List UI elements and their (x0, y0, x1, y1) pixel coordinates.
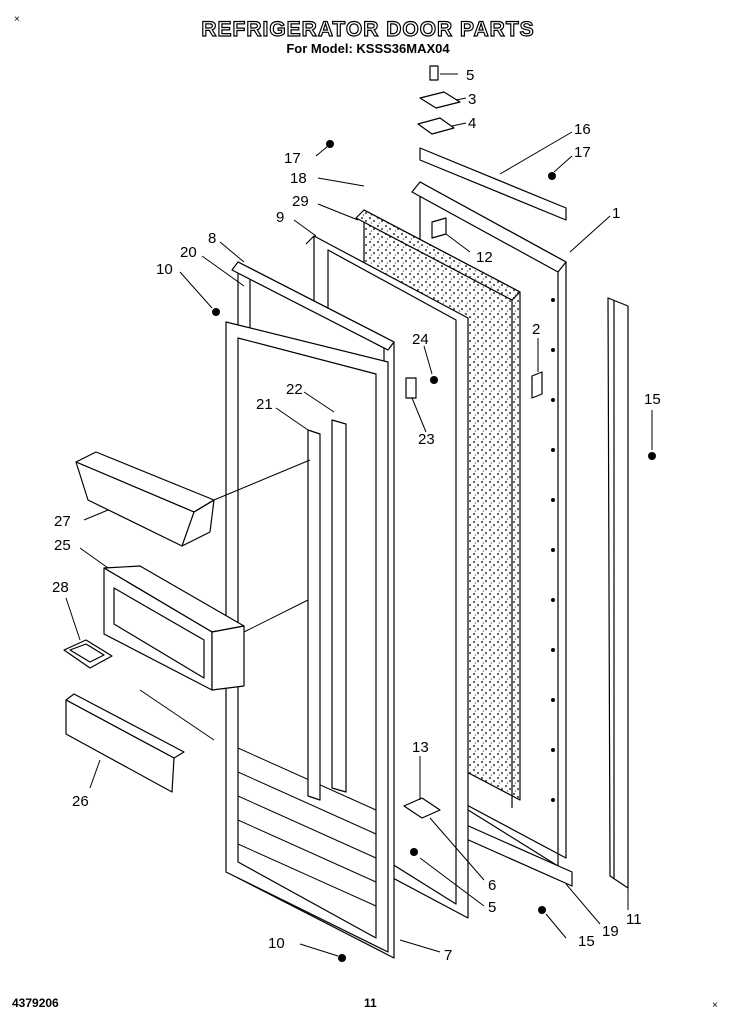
callout-21: 21 (256, 396, 273, 413)
screw-10-top (212, 308, 220, 316)
callout-27: 27 (54, 513, 71, 530)
callout-16: 16 (574, 121, 591, 138)
top-hinge-screw (429, 65, 439, 81)
callout-20: 20 (180, 244, 197, 261)
callout-13: 13 (412, 739, 429, 756)
hinge-shim (417, 117, 455, 135)
callout-23: 23 (418, 431, 435, 448)
liner-strip-right (331, 419, 347, 793)
page-number: 11 (364, 996, 377, 1010)
callout-25: 25 (54, 537, 71, 554)
dispenser-trim (65, 693, 185, 793)
liner-strip-left (307, 429, 321, 801)
stop-bracket (431, 217, 447, 239)
callout-24: 24 (412, 331, 429, 348)
callout-18: 18 (290, 170, 307, 187)
screw-24 (430, 376, 438, 384)
callout-9: 9 (276, 209, 284, 226)
top-hinge (419, 91, 461, 109)
callout-labels: 5 3 4 16 17 17 18 29 9 1 8 20 10 12 2 24… (52, 67, 661, 964)
model-subtitle: For Model: KSSS36MAX04 (286, 41, 450, 56)
callout-15-lower: 15 (578, 933, 595, 950)
callout-15-upper: 15 (644, 391, 661, 408)
page-title: REFRIGERATOR DOOR PARTS (201, 17, 535, 41)
screw-10-bottom (338, 954, 346, 962)
callout-26: 26 (72, 793, 89, 810)
screw-5-lower (410, 848, 418, 856)
callout-12: 12 (476, 249, 493, 266)
callout-19: 19 (602, 923, 619, 940)
screw-15-lower (538, 906, 546, 914)
callout-11: 11 (626, 911, 642, 928)
callout-5-top: 5 (466, 67, 474, 84)
corner-mark-bottom: × (712, 1000, 718, 1011)
callout-29: 29 (292, 193, 309, 210)
callout-1: 1 (612, 205, 620, 222)
document-number: 4379206 (12, 996, 59, 1010)
door-shelf-bin (75, 451, 215, 547)
callout-5-bottom: 5 (488, 899, 496, 916)
right-trim-strip (607, 297, 629, 889)
bottom-hinge (403, 797, 441, 819)
callout-8: 8 (208, 230, 216, 247)
screw-15-upper (648, 452, 656, 460)
callout-7: 7 (444, 947, 452, 964)
top-channel-bracket (419, 147, 567, 221)
callout-6: 6 (488, 877, 496, 894)
corner-mark-top: × (14, 14, 20, 25)
callout-4: 4 (468, 115, 476, 132)
callout-17-right: 17 (574, 144, 591, 161)
callout-10-bottom: 10 (268, 935, 285, 952)
dispenser-housing (103, 565, 245, 691)
callout-10-top: 10 (156, 261, 173, 278)
callout-3: 3 (468, 91, 476, 108)
callout-28: 28 (52, 579, 69, 596)
callout-2: 2 (532, 321, 540, 338)
screw-17-right (548, 172, 556, 180)
callout-17-left: 17 (284, 150, 301, 167)
door-stop (531, 371, 543, 399)
callout-22: 22 (286, 381, 303, 398)
bracket-23 (405, 377, 417, 399)
